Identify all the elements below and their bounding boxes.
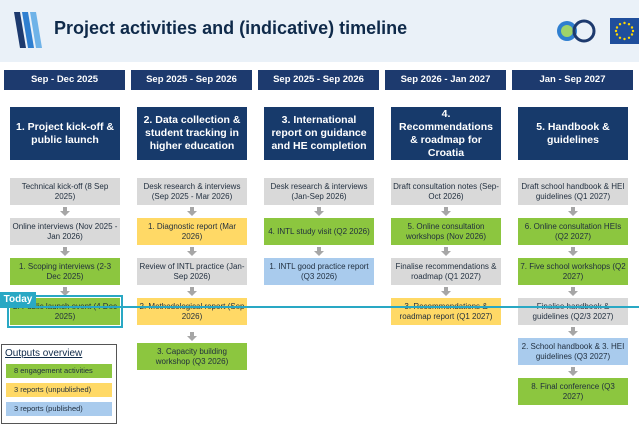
period-label: Sep 2025 - Sep 2026 [131,70,252,90]
engagement-activity-box: 6. Online consultation HEIs (Q2 2027) [518,218,628,245]
today-line [0,306,639,308]
column-title: 4. Recommendations & roadmap for Croatia [391,107,501,160]
legend-item-published: 3 reports (published) [6,402,112,416]
published-report-box: 2. School handbook & 3. HEI guidelines (… [518,338,628,365]
period-label: Jan - Sep 2027 [512,70,633,90]
down-arrow-icon [314,207,324,216]
down-arrow-icon [568,207,578,216]
legend-item-unpublished: 3 reports (unpublished) [6,383,112,397]
down-arrow-icon [60,207,70,216]
down-arrow-icon [60,247,70,256]
down-arrow-icon [187,287,197,296]
activity-box: Technical kick-off (8 Sep 2025) [10,178,120,205]
unpublished-report-box: 1. Diagnostic report (Mar 2026) [137,218,247,245]
period-label: Sep 2025 - Sep 2026 [258,70,379,90]
engagement-activity-box: 5. Online consultation workshops (Nov 20… [391,218,501,245]
down-arrow-icon [568,367,578,376]
down-arrow-icon [568,327,578,336]
engagement-activity-box: 1. Scoping interviews (2-3 Dec 2025) [10,258,120,285]
column-title: 3. International report on guidance and … [264,107,374,160]
down-arrow-icon [568,247,578,256]
activity-box: Draft consultation notes (Sep-Oct 2026) [391,178,501,205]
down-arrow-icon [60,287,70,296]
period-label: Sep - Dec 2025 [4,70,125,90]
eu-flag-icon [610,18,639,44]
activity-box: Finalise handbook & guidelines (Q2/3 202… [518,298,628,325]
activity-box: Finalise recommendations & roadmap (Q1 2… [391,258,501,285]
engagement-activity-box: 3. Capacity building workshop (Q3 2026) [137,343,247,370]
oecd-logo-icon [557,19,596,43]
activity-box: Review of INTL practice (Jan-Sep 2026) [137,258,247,285]
period-label: Sep 2026 - Jan 2027 [385,70,506,90]
unpublished-report-box: 3. Recommendations & roadmap report (Q1 … [391,298,501,325]
down-arrow-icon [441,207,451,216]
down-arrow-icon [187,207,197,216]
legend-title: Outputs overview [5,348,83,359]
published-report-box: 1. INTL good practice report (Q3 2026) [264,258,374,285]
column-title: 5. Handbook & guidelines [518,107,628,160]
down-arrow-icon [441,287,451,296]
unpublished-report-box: 2. Methodological report (Sep 2026) [137,298,247,325]
down-arrow-icon [568,287,578,296]
activity-box: Online interviews (Nov 2025 - Jan 2026) [10,218,120,245]
outputs-legend: Outputs overview 8 engagement activities… [1,344,117,424]
engagement-activity-box: 4. INTL study visit (Q2 2026) [264,218,374,245]
activity-box: Desk research & interviews (Jan-Sep 2026… [264,178,374,205]
activity-box: Draft school handbook & HEI guidelines (… [518,178,628,205]
page-title: Project activities and (indicative) time… [54,18,408,38]
column-title: 1. Project kick-off & public launch [10,107,120,160]
engagement-activity-box: 8. Final conference (Q3 2027) [518,378,628,405]
brand-stripes-icon [14,12,42,48]
legend-item-engagement: 8 engagement activities [6,364,112,378]
down-arrow-icon [187,332,197,341]
down-arrow-icon [187,247,197,256]
down-arrow-icon [314,247,324,256]
engagement-activity-box: 7. Five school workshops (Q2 2027) [518,258,628,285]
header: Project activities and (indicative) time… [0,0,639,62]
down-arrow-icon [441,247,451,256]
activity-box: Desk research & interviews (Sep 2025 - M… [137,178,247,205]
column-title: 2. Data collection & student tracking in… [137,107,247,160]
today-label: Today [0,292,36,308]
